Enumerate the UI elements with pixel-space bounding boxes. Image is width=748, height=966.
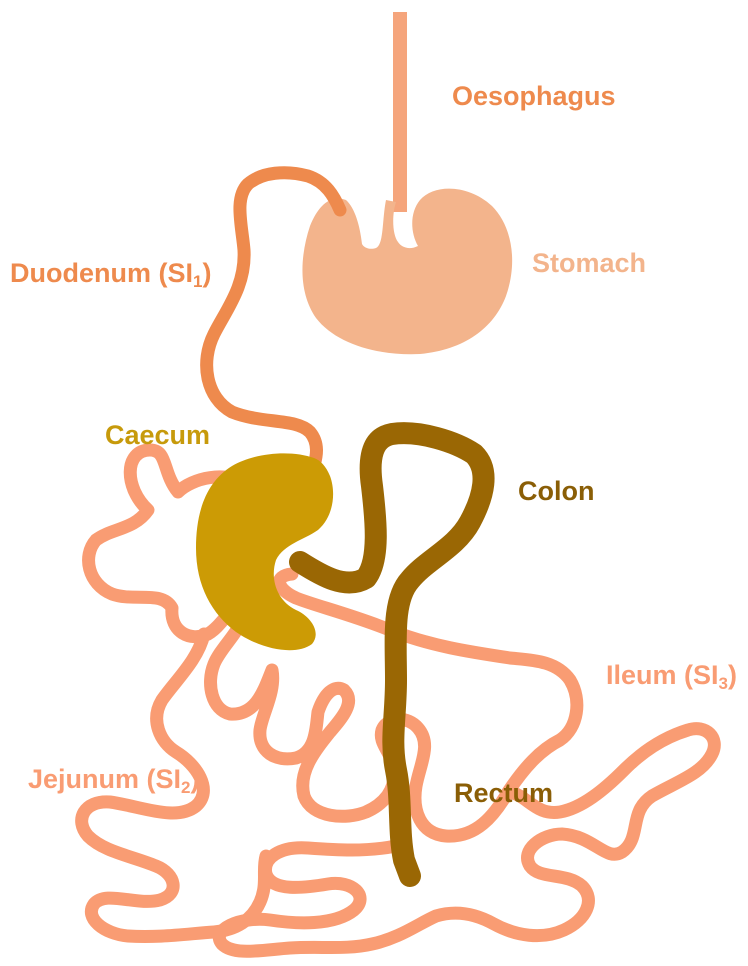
label-rectum: Rectum xyxy=(454,780,553,807)
label-ileum: Ileum (SI3) xyxy=(606,662,737,689)
label-oesophagus: Oesophagus xyxy=(452,83,616,110)
label-caecum: Caecum xyxy=(105,422,210,449)
label-jejunum: Jejunum (SI2) xyxy=(28,766,200,793)
stomach xyxy=(302,189,512,355)
label-colon: Colon xyxy=(518,478,594,505)
label-duodenum: Duodenum (SI1) xyxy=(10,260,211,287)
label-stomach: Stomach xyxy=(532,250,646,277)
oesophagus xyxy=(393,12,407,212)
